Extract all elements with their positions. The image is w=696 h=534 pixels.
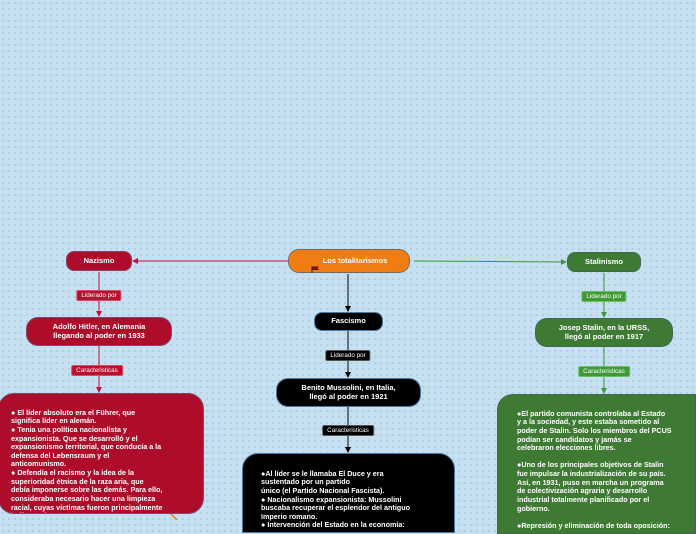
link-central-stalinismo <box>413 258 567 265</box>
fascismo-link-traits-label: Caracteristicas <box>322 425 374 436</box>
fascismo-traits-box[interactable]: ●Al líder se le llamaba El Duce y era su… <box>242 453 455 533</box>
nazismo-traits-text: ● El líder absoluto era el Führer, que s… <box>11 407 163 513</box>
central-node-label: Los totalitarismos <box>322 255 388 265</box>
stalinismo-link-traits-label: Caracteristicas <box>578 366 630 377</box>
nazismo-traits-box[interactable]: ● El líder absoluto era el Führer, que s… <box>0 393 204 514</box>
nazismo-leader-node[interactable]: Adolfo Hitler, en Alemania llegando al p… <box>26 317 172 346</box>
stalinismo-node-label: Stalinismo <box>585 256 623 266</box>
flag-icon <box>311 258 320 274</box>
stalinismo-link-leader-label: Liderado por <box>581 291 627 302</box>
stalinismo-traits-box[interactable]: ●El partido comunista controlaba al Esta… <box>497 394 696 534</box>
fascismo-node[interactable]: Fascismo <box>314 312 383 331</box>
fascismo-leader-text: Benito Mussolini, en Italia, llegó al po… <box>301 382 396 401</box>
fascismo-node-label: Fascismo <box>331 316 366 326</box>
nazismo-link-leader-label: Liderado por <box>76 290 122 301</box>
mind-map-canvas: Los totalitarismos Nazismo Liderado por … <box>0 249 696 534</box>
fascismo-traits-text: ●Al líder se le llamaba El Duce y era su… <box>261 468 410 530</box>
fascismo-link-leader-label: Liderado por <box>325 350 371 361</box>
central-node[interactable]: Los totalitarismos <box>288 249 410 274</box>
stalinismo-traits-text: ●El partido comunista controlaba al Esta… <box>517 408 672 530</box>
stalinismo-leader-text: Josep Stalin, en la URSS, llegó al poder… <box>558 322 650 341</box>
nazismo-link-traits-label: Caracteristicas <box>71 365 123 376</box>
stalinismo-leader-node[interactable]: Josep Stalin, en la URSS, llegó al poder… <box>535 318 673 347</box>
nazismo-node-label: Nazismo <box>83 255 115 265</box>
stalinismo-node[interactable]: Stalinismo <box>567 252 641 272</box>
nazismo-node[interactable]: Nazismo <box>66 251 132 271</box>
nazismo-leader-text: Adolfo Hitler, en Alemania llegando al p… <box>52 321 146 340</box>
fascismo-leader-node[interactable]: Benito Mussolini, en Italia, llegó al po… <box>276 378 421 407</box>
orange-stub <box>169 512 178 520</box>
